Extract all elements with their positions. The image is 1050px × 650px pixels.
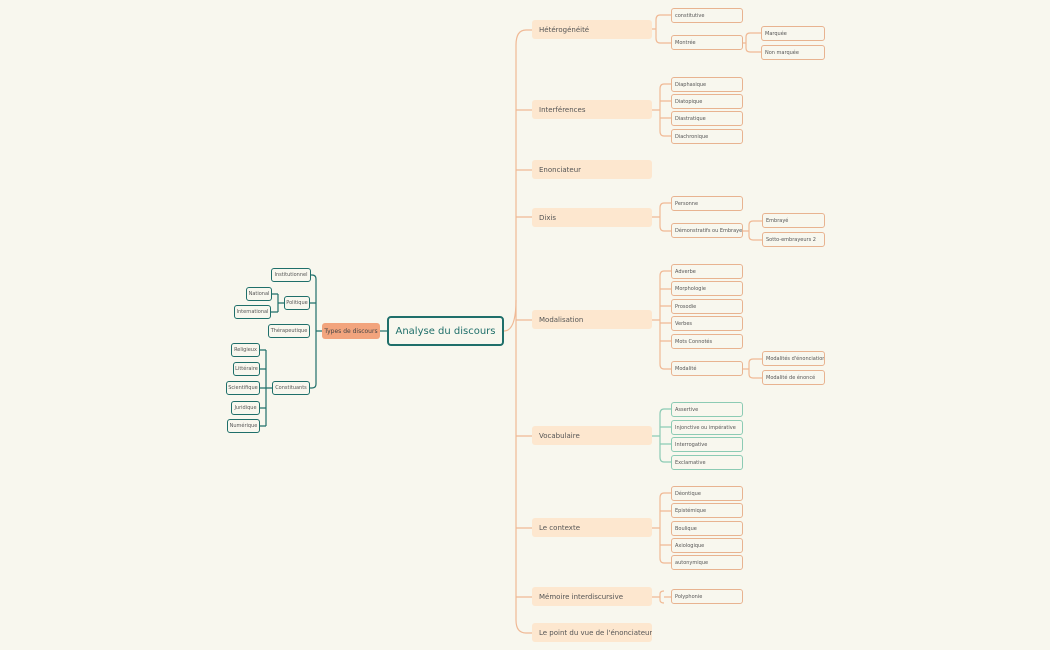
leaf-assertive[interactable]: Assertive bbox=[671, 402, 743, 417]
leaf-injonctive[interactable]: Injonctive ou impérative bbox=[671, 420, 743, 435]
leaf-non-marquee[interactable]: Non marquée bbox=[761, 45, 825, 60]
leaf-diachronique[interactable]: Diachronique bbox=[671, 129, 743, 144]
leaf-adverbe[interactable]: Adverbe bbox=[671, 264, 743, 279]
leaf-sotto-embrayeurs[interactable]: Sotto-embrayeurs 2 bbox=[762, 232, 825, 247]
leaf-polyphonie[interactable]: Polyphonie bbox=[671, 589, 743, 604]
leaf-mots-connotes[interactable]: Mots Connotés bbox=[671, 334, 743, 349]
branch-interferences[interactable]: Interférences bbox=[532, 100, 652, 119]
leaf-juridique[interactable]: Juridique bbox=[231, 401, 260, 415]
leaf-religieux[interactable]: Religieux bbox=[231, 343, 260, 357]
branch-heterogeneite[interactable]: Hétérogénéité bbox=[532, 20, 652, 39]
leaf-diaphasique[interactable]: Diaphasique bbox=[671, 77, 743, 92]
leaf-modalite[interactable]: Modalité bbox=[671, 361, 743, 376]
root-node[interactable]: Analyse du discours bbox=[387, 316, 504, 346]
leaf-national[interactable]: National bbox=[246, 287, 272, 301]
leaf-personne[interactable]: Personne bbox=[671, 196, 743, 211]
leaf-modalites-enonciation[interactable]: Modalités d'énonciation bbox=[762, 351, 825, 366]
leaf-institutionnel[interactable]: Institutionnel bbox=[271, 268, 311, 282]
leaf-axiologique[interactable]: Axiologique bbox=[671, 538, 743, 553]
leaf-politique[interactable]: Politique bbox=[284, 296, 310, 310]
leaf-boulique[interactable]: Boulique bbox=[671, 521, 743, 536]
types-de-discours-node[interactable]: Types de discours bbox=[322, 323, 380, 339]
leaf-modalite-enonce[interactable]: Modalité de énoncé bbox=[762, 370, 825, 385]
leaf-demonstratifs[interactable]: Démonstratifs ou Embrayeurs bbox=[671, 223, 743, 238]
leaf-interrogative[interactable]: Interrogative bbox=[671, 437, 743, 452]
leaf-constituants[interactable]: Constituants bbox=[272, 381, 310, 395]
leaf-marquee[interactable]: Marquée bbox=[761, 26, 825, 41]
leaf-exclamative[interactable]: Exclamative bbox=[671, 455, 743, 470]
leaf-constitutive[interactable]: constitutive bbox=[671, 8, 743, 23]
branch-vocabulaire[interactable]: Vocabulaire bbox=[532, 426, 652, 445]
leaf-diastratique[interactable]: Diastratique bbox=[671, 111, 743, 126]
leaf-autonymique[interactable]: autonymique bbox=[671, 555, 743, 570]
leaf-prosodie[interactable]: Prosodie bbox=[671, 299, 743, 314]
leaf-embraye[interactable]: Embrayé bbox=[762, 213, 825, 228]
branch-dixis[interactable]: Dixis bbox=[532, 208, 652, 227]
branch-memoire[interactable]: Mémoire interdiscursive bbox=[532, 587, 652, 606]
branch-point-de-vue[interactable]: Le point du vue de l'énonciateur bbox=[532, 623, 652, 642]
leaf-montree[interactable]: Montrée bbox=[671, 35, 743, 50]
leaf-deontique[interactable]: Déontique bbox=[671, 486, 743, 501]
branch-modalisation[interactable]: Modalisation bbox=[532, 310, 652, 329]
leaf-verbes[interactable]: Verbes bbox=[671, 316, 743, 331]
branch-enonciateur[interactable]: Enonciateur bbox=[532, 160, 652, 179]
leaf-scientifique[interactable]: Scientifique bbox=[226, 381, 260, 395]
leaf-morphologie[interactable]: Morphologie bbox=[671, 281, 743, 296]
leaf-litteraire[interactable]: Littéraire bbox=[233, 362, 260, 376]
leaf-numerique[interactable]: Numérique bbox=[227, 419, 260, 433]
leaf-epistemique[interactable]: Epistémique bbox=[671, 503, 743, 518]
leaf-therapeutique[interactable]: Thérapeutique bbox=[268, 324, 310, 338]
leaf-international[interactable]: International bbox=[234, 305, 271, 319]
leaf-diatopique[interactable]: Diatopique bbox=[671, 94, 743, 109]
branch-contexte[interactable]: Le contexte bbox=[532, 518, 652, 537]
